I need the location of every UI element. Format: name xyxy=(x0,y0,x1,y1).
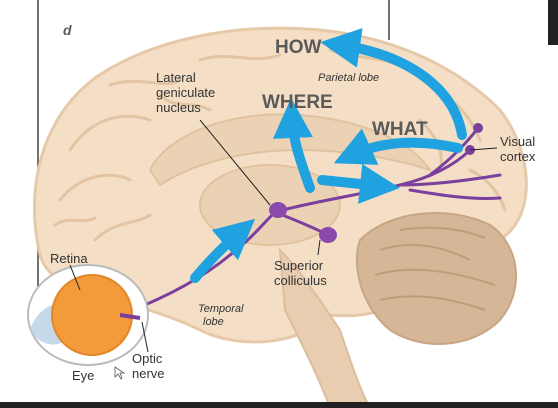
where-label: WHERE xyxy=(262,92,333,113)
brainstem xyxy=(278,247,372,408)
how-stream-arrow xyxy=(320,28,467,140)
optic-nerve-label-line2: nerve xyxy=(132,366,165,381)
where-stream-arrow xyxy=(272,98,315,193)
processing-stream-arrows xyxy=(190,28,467,283)
panel-letter: d xyxy=(63,22,72,38)
what-label: WHAT xyxy=(372,119,428,140)
lgn-label-line1: Lateral xyxy=(156,70,196,85)
how-label: HOW xyxy=(275,37,322,58)
optic-nerve-label-line1: Optic xyxy=(132,351,163,366)
frame-corner-mark xyxy=(548,0,558,45)
optic-nerve-stub xyxy=(119,313,141,320)
temporal-lobe-label-line2: lobe xyxy=(203,316,224,328)
bottom-edge-bar xyxy=(0,402,558,408)
eye-label: Eye xyxy=(72,368,94,383)
lgn-label-line2: geniculate xyxy=(156,85,215,100)
visual-pathway-nodes xyxy=(269,123,483,243)
sc-label-line2: colliculus xyxy=(274,273,327,288)
temporal-lobe-label-line1: Temporal xyxy=(198,303,244,315)
temporal-input-arrow xyxy=(190,218,256,283)
retina-label: Retina xyxy=(50,251,88,266)
cerebellum-folia xyxy=(374,226,496,311)
mouse-cursor-icon xyxy=(114,366,126,380)
sc-label-line1: Superior xyxy=(274,258,324,273)
eye xyxy=(27,264,149,366)
lgn-label-line3: nucleus xyxy=(156,100,201,115)
what-stream-arrow xyxy=(333,128,463,165)
parietal-lobe-label: Parietal lobe xyxy=(318,72,379,84)
visual-cortex-label-line1: Visual xyxy=(500,134,535,149)
cerebellum xyxy=(355,212,517,345)
cortex-input-arrow xyxy=(317,164,400,204)
visual-cortex-label-line2: cortex xyxy=(500,149,536,164)
leader-lines xyxy=(69,119,498,353)
